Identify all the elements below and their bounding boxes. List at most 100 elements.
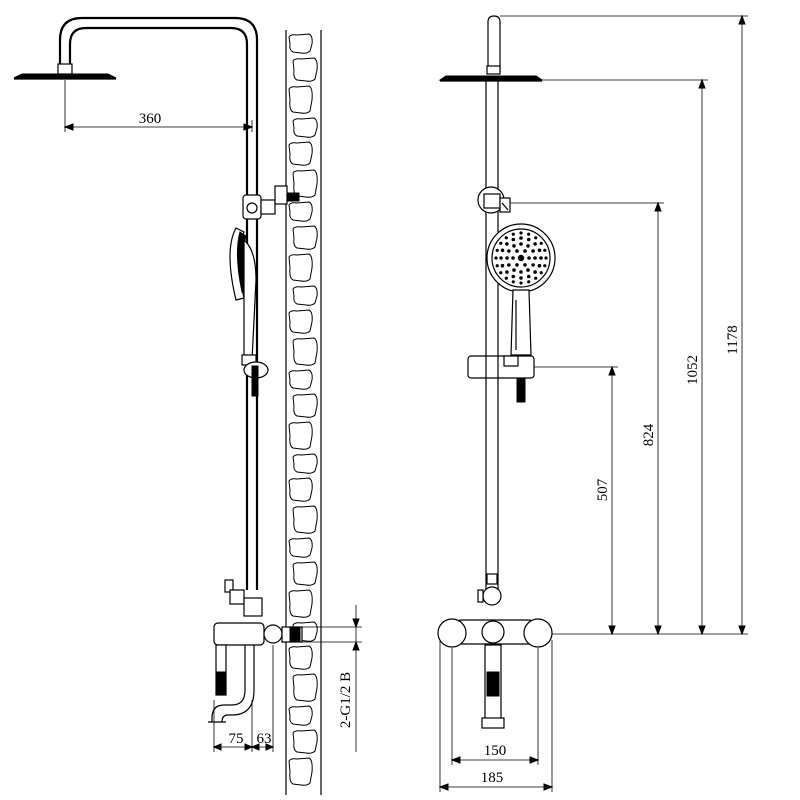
wall-stone bbox=[292, 393, 318, 418]
nozzle-dot bbox=[526, 274, 531, 279]
side-shower-arm bbox=[58, 16, 259, 590]
nozzle-dot bbox=[523, 263, 527, 267]
dim-holder-height: 507 bbox=[534, 365, 618, 636]
side-upper-wall-bracket bbox=[242, 185, 300, 220]
front-hand-shower bbox=[486, 223, 556, 356]
nozzle-dot bbox=[499, 241, 503, 245]
wall-stone bbox=[292, 673, 318, 702]
wall-stone bbox=[288, 645, 313, 670]
dim-bracket-height: 824 bbox=[510, 201, 664, 636]
wall-stone bbox=[288, 253, 313, 282]
nozzle-dot bbox=[533, 242, 537, 246]
wall-stone bbox=[288, 589, 313, 618]
dim-arm-reach: 360 bbox=[63, 80, 254, 132]
wall-stone bbox=[288, 33, 313, 54]
nozzle-dot bbox=[537, 248, 542, 253]
nozzle-dot bbox=[499, 256, 503, 260]
nozzle-dot bbox=[515, 263, 519, 267]
dim-total-height-label: 1178 bbox=[725, 325, 741, 354]
nozzle-dot bbox=[527, 256, 531, 260]
nozzle-dot bbox=[500, 263, 505, 268]
wall-stone bbox=[288, 537, 313, 558]
dim-overall-width: 185 bbox=[438, 640, 554, 792]
nozzle-dot bbox=[526, 268, 530, 272]
nozzle-dot bbox=[505, 270, 509, 274]
nozzle-dot bbox=[495, 248, 499, 252]
side-rain-shower-head bbox=[13, 63, 117, 80]
wall-stone bbox=[288, 141, 313, 166]
dim-inlet-centers: 150 bbox=[450, 648, 540, 765]
wall-stone bbox=[288, 757, 313, 786]
dim-spout-a-label: 75 bbox=[229, 731, 244, 747]
wall-stone bbox=[288, 477, 313, 502]
wall-stone bbox=[292, 453, 318, 474]
side-hand-shower bbox=[229, 227, 257, 366]
nozzle-dot bbox=[543, 264, 547, 268]
dim-spout-b-label: 63 bbox=[257, 731, 272, 747]
dim-head-height-label: 1052 bbox=[685, 355, 701, 385]
nozzle-dot bbox=[539, 256, 543, 260]
nozzle-dot bbox=[519, 236, 523, 240]
nozzle-dot bbox=[499, 271, 503, 275]
nozzle-dot bbox=[526, 237, 531, 242]
nozzle-dot bbox=[517, 254, 525, 262]
nozzle-dot bbox=[531, 263, 535, 267]
nozzle-dot bbox=[539, 271, 543, 275]
nozzle-dot bbox=[544, 256, 548, 260]
nozzle-dot bbox=[512, 268, 516, 272]
front-upper-wall-bracket bbox=[477, 186, 511, 214]
wall-stone bbox=[292, 729, 318, 754]
nozzle-dot bbox=[500, 248, 505, 253]
nozzle-dot bbox=[519, 231, 523, 235]
front-diverter bbox=[477, 573, 502, 606]
side-view: 360 75 63 2-G1/2 B bbox=[13, 16, 362, 795]
nozzle-dot bbox=[515, 249, 519, 253]
dim-inlet-centers-label: 150 bbox=[484, 743, 507, 759]
wall-stone bbox=[292, 57, 318, 82]
nozzle-dot bbox=[519, 276, 523, 280]
front-rain-shower-head bbox=[438, 65, 544, 82]
wall-stone bbox=[292, 561, 318, 586]
dim-arm-reach-label: 360 bbox=[139, 111, 162, 127]
wall-stone bbox=[288, 85, 313, 114]
dim-bracket-height-label: 824 bbox=[641, 423, 657, 446]
nozzle-dot bbox=[495, 264, 499, 268]
nozzle-dot bbox=[504, 236, 508, 240]
dim-overall-width-label: 185 bbox=[481, 770, 504, 786]
nozzle-dot bbox=[505, 242, 509, 246]
nozzle-dot bbox=[527, 280, 531, 284]
dim-head-height: 1052 bbox=[542, 78, 708, 636]
nozzle-dot bbox=[519, 281, 523, 285]
nozzle-dot bbox=[511, 256, 515, 260]
wall-stone-texture bbox=[285, 30, 322, 795]
nozzle-dot bbox=[534, 276, 538, 280]
nozzle-dot bbox=[531, 249, 535, 253]
wall-stone bbox=[288, 421, 313, 450]
wall-stone bbox=[292, 225, 318, 250]
nozzle-dot bbox=[504, 276, 508, 280]
wall-stone bbox=[288, 705, 313, 726]
wall-stone bbox=[288, 309, 313, 334]
nozzle-dot bbox=[507, 249, 511, 253]
nozzle-dot bbox=[523, 249, 527, 253]
nozzle-dot bbox=[505, 256, 509, 260]
nozzle-dot bbox=[534, 236, 538, 240]
hand-shower-nozzles bbox=[494, 231, 548, 285]
dim-connection-label: 2-G1/2 B bbox=[338, 672, 354, 728]
nozzle-dot bbox=[511, 280, 515, 284]
wall-stone bbox=[292, 285, 318, 306]
nozzle-dot bbox=[543, 248, 547, 252]
nozzle-dot bbox=[533, 270, 537, 274]
nozzle-dot bbox=[494, 256, 498, 260]
dim-holder-height-label: 507 bbox=[595, 478, 611, 501]
side-diverter bbox=[224, 579, 245, 605]
nozzle-dot bbox=[512, 244, 516, 248]
nozzle-dot bbox=[511, 232, 515, 236]
side-mixer-body bbox=[208, 597, 303, 723]
wall-stone bbox=[292, 505, 318, 534]
nozzle-dot bbox=[537, 263, 542, 268]
nozzle-dot bbox=[539, 241, 543, 245]
nozzle-dot bbox=[519, 270, 523, 274]
front-riser-pipe bbox=[485, 15, 501, 600]
